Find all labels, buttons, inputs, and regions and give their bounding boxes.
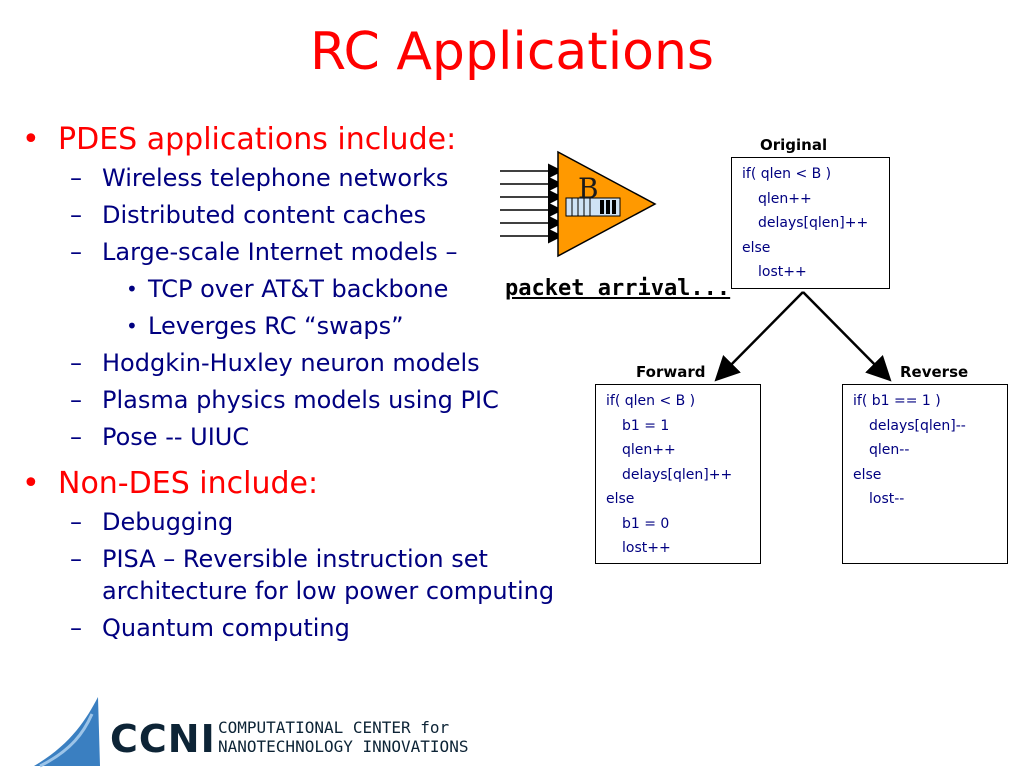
dash-marker: – — [70, 164, 82, 192]
code-line: if( qlen < B ) — [742, 166, 832, 182]
dash-marker: – — [70, 386, 82, 414]
sub-bullet-item: Leverges RC “swaps” — [22, 310, 582, 342]
bullet-item: –PISA – Reversible instruction set archi… — [22, 543, 562, 607]
code-line: if( qlen < B ) — [606, 393, 696, 409]
bullet-item: –Large-scale Internet models – — [22, 236, 582, 268]
bullet-item-text: Large-scale Internet models – — [102, 238, 458, 266]
packet-arrival-label: packet arrival... — [505, 276, 731, 301]
dash-marker: – — [70, 349, 82, 377]
bullet-item: –Pose -- UIUC — [22, 421, 582, 453]
bullet-nondes-heading: Non-DES include: — [22, 466, 582, 502]
forward-code-box: if( qlen < B ) b1 = 1 qlen++ delays[qlen… — [595, 384, 761, 564]
code-line: delays[qlen]++ — [622, 466, 733, 483]
sub-bullet-item: TCP over AT&T backbone — [22, 273, 582, 305]
bullet-item-text: Pose -- UIUC — [102, 423, 250, 451]
bullet-item-text: PISA – Reversible instruction set archit… — [102, 545, 555, 605]
reverse-label: Reverse — [900, 363, 969, 381]
code-line: b1 = 0 — [622, 515, 670, 532]
arrow-to-reverse — [802, 291, 892, 382]
bullet-item-text: Hodgkin-Huxley neuron models — [102, 349, 480, 377]
logo-line-1: COMPUTATIONAL CENTER for — [218, 718, 450, 737]
bullet-item-text: Distributed content caches — [102, 201, 427, 229]
spacer — [22, 458, 582, 466]
code-line: lost++ — [758, 264, 807, 280]
code-line: lost++ — [622, 540, 671, 556]
dash-marker: – — [70, 423, 82, 451]
code-line: qlen++ — [758, 190, 812, 207]
slide-title: RC Applications — [309, 22, 714, 82]
dash-marker: – — [70, 238, 82, 266]
queue-label-b: B — [578, 172, 599, 205]
original-label: Original — [760, 136, 828, 154]
bullet-item-text: Plasma physics models using PIC — [102, 386, 499, 414]
dash-marker: – — [70, 545, 82, 573]
reverse-code-box: if( b1 == 1 ) delays[qlen]-- qlen-- else… — [842, 384, 1008, 564]
code-line: lost-- — [869, 491, 905, 507]
code-line: else — [853, 466, 882, 483]
bullet-item: –Plasma physics models using PIC — [22, 384, 582, 416]
dash-marker: – — [70, 614, 82, 642]
arrow-to-forward — [714, 291, 804, 382]
ccni-logo-text: CCNI — [110, 717, 216, 761]
bullet-list: PDES applications include: –Wireless tel… — [22, 122, 582, 649]
code-line: b1 = 1 — [622, 417, 670, 434]
ccni-logo-mark — [34, 697, 100, 768]
code-line: else — [742, 239, 771, 256]
code-line: qlen++ — [622, 442, 676, 458]
code-line: else — [606, 491, 635, 507]
bullet-item-text: Wireless telephone networks — [102, 164, 449, 192]
bullet-item: –Quantum computing — [22, 612, 582, 644]
code-line: if( b1 == 1 ) — [853, 393, 941, 409]
forward-label: Forward — [636, 363, 706, 381]
dash-marker: – — [70, 201, 82, 229]
code-line: delays[qlen]++ — [758, 215, 869, 231]
logo-line-2: NANOTECHNOLOGY INNOVATIONS — [218, 737, 469, 756]
bullet-item: –Hodgkin-Huxley neuron models — [22, 347, 582, 379]
dash-marker: – — [70, 508, 82, 536]
code-line: delays[qlen]-- — [869, 417, 966, 434]
bullet-item: –Distributed content caches — [22, 199, 582, 231]
bullet-item: –Debugging — [22, 506, 582, 538]
bullet-item-text: Quantum computing — [102, 614, 350, 642]
code-line: qlen-- — [869, 442, 910, 458]
bullet-item-text: Debugging — [102, 508, 234, 536]
original-code-box: if( qlen < B ) qlen++ delays[qlen]++ els… — [731, 157, 890, 289]
bullet-item: –Wireless telephone networks — [22, 162, 582, 194]
bullet-pdes-heading: PDES applications include: — [22, 122, 582, 158]
